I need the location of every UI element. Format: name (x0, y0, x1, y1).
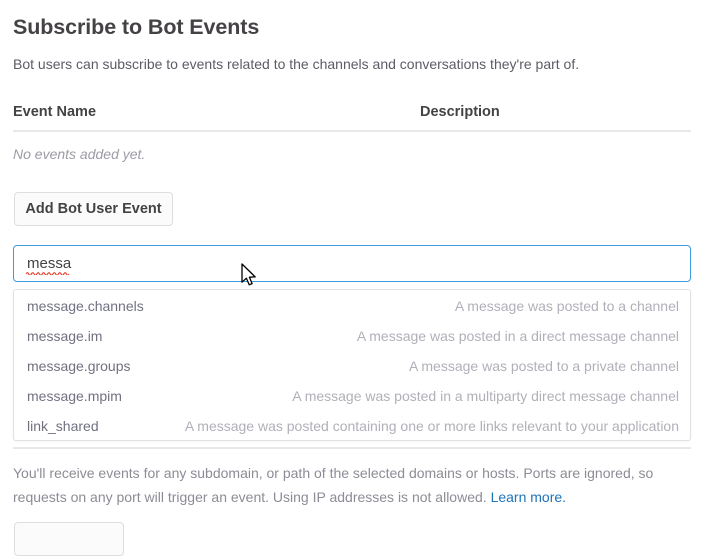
events-empty-message: No events added yet. (13, 146, 146, 162)
subscribe-bot-events-page: Subscribe to Bot Events Bot users can su… (0, 15, 711, 556)
suggestion-event-description: A message was posted in a multiparty dir… (292, 388, 679, 404)
list-item[interactable]: message.im A message was posted in a dir… (14, 321, 690, 351)
list-item[interactable]: message.groups A message was posted to a… (14, 351, 690, 381)
list-item[interactable]: message.mpim A message was posted in a m… (14, 381, 690, 411)
suggestion-event-description: A message was posted to a channel (454, 298, 679, 314)
event-search-field[interactable] (13, 245, 691, 282)
suggestion-event-name: message.groups (27, 358, 131, 374)
learn-more-link[interactable]: Learn more. (490, 489, 567, 505)
event-suggestions-dropdown[interactable]: message.channels A message was posted to… (13, 289, 691, 441)
suggestion-event-name: message.im (27, 328, 103, 344)
add-bot-user-event-button[interactable]: Add Bot User Event (14, 192, 173, 226)
list-item[interactable]: message.channels A message was posted to… (14, 291, 690, 321)
domains-help-text: You'll receive events for any subdomain,… (13, 461, 685, 509)
suggestion-event-name: message.channels (27, 298, 144, 314)
suggestion-event-description: A message was posted in a direct message… (356, 328, 679, 344)
bottom-partial-button[interactable] (14, 522, 124, 556)
event-search-input[interactable] (13, 245, 691, 282)
domains-help-text-body: You'll receive events for any subdomain,… (13, 465, 654, 505)
page-title: Subscribe to Bot Events (13, 15, 260, 39)
list-item[interactable]: link_shared A message was posted contain… (14, 411, 690, 440)
page-subtitle: Bot users can subscribe to events relate… (13, 56, 580, 72)
events-table-header: Event Name Description (0, 104, 711, 131)
suggestion-event-description: A message was posted containing one or m… (184, 418, 679, 434)
column-header-description: Description (420, 104, 500, 120)
suggestion-event-description: A message was posted to a private channe… (408, 358, 679, 374)
suggestion-event-name: message.mpim (27, 388, 122, 404)
table-header-divider (13, 130, 691, 132)
column-header-event-name: Event Name (13, 104, 97, 120)
footer-divider (13, 447, 691, 449)
suggestion-event-name: link_shared (27, 418, 99, 434)
